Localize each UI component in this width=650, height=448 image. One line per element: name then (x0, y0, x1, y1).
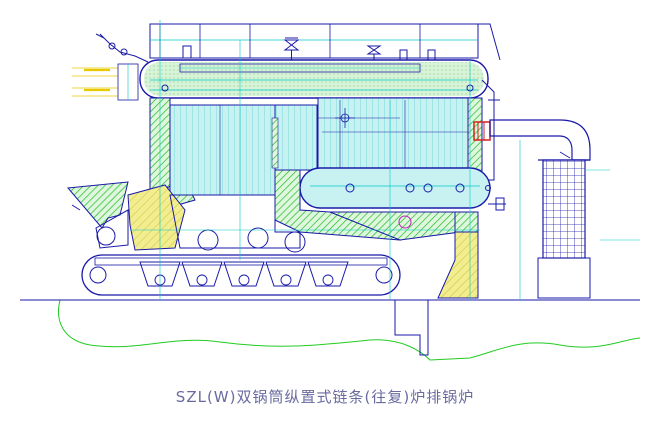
valve-icon (283, 37, 300, 60)
flue-duct (489, 119, 591, 161)
inspection-port (247, 227, 269, 249)
ash-bin-wheels (154, 274, 334, 286)
valve-icon (366, 45, 382, 60)
top-frame (149, 23, 479, 59)
inspection-port (284, 231, 306, 253)
economizer (542, 159, 586, 259)
ash-bins (139, 261, 349, 287)
center-lines (130, 20, 640, 300)
gauge-labels-icon (72, 67, 118, 97)
radiant-tubes (169, 104, 276, 196)
grate-sprocket (375, 266, 393, 284)
foundation-pit (394, 300, 429, 356)
chain-grate (81, 254, 401, 296)
ground-outline (58, 299, 641, 361)
grate-sprocket (89, 266, 107, 284)
water-gauge-icon (95, 33, 149, 63)
convection-tubes (317, 97, 469, 171)
coal-hopper (67, 181, 129, 229)
inspection-port (197, 229, 219, 251)
lower-drum (299, 167, 491, 209)
drawing-title: SZL(W)双锅筒纵置式链条(往复)炉排锅炉 (175, 388, 475, 406)
ash-hopper-rear (437, 229, 479, 299)
